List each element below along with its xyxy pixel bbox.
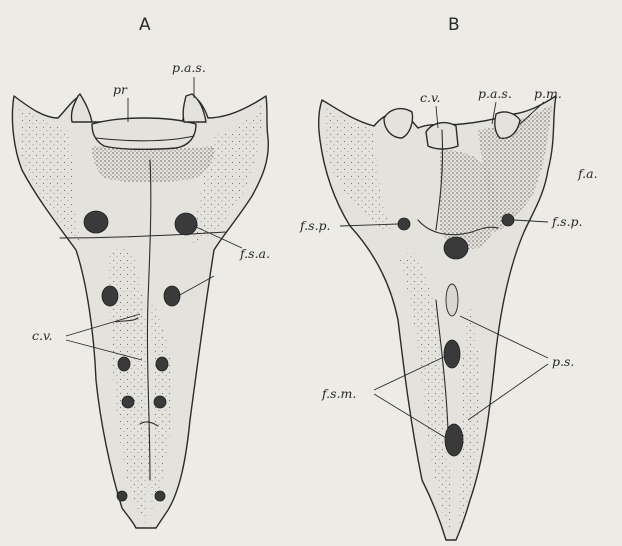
panel-b: B c.v. p.a.s. p.m. f.a. f.s.p. <box>299 15 598 540</box>
panel-a-foramen-right-2 <box>164 286 180 306</box>
panel-b-slit <box>446 284 458 316</box>
panel-a-label-fsa: f.s.a. <box>239 246 270 261</box>
panel-b-label-cv: c.v. <box>420 90 441 105</box>
panel-a-foramen-right-1 <box>175 213 197 235</box>
panel-a: A pr p.a.s. f. <box>12 15 270 528</box>
panel-a-horn-right <box>183 94 206 122</box>
panel-b-foramen-right <box>502 214 514 226</box>
panel-b-foramen-sm-2 <box>445 424 463 456</box>
panel-b-label-fsp-left: f.s.p. <box>299 218 331 233</box>
panel-b-label-pas: p.a.s. <box>478 86 512 101</box>
panel-b-letter: B <box>448 15 460 35</box>
panel-b-foramen-center <box>444 237 468 259</box>
panel-a-foramen-left-1 <box>84 211 108 233</box>
panel-b-label-ps: p.s. <box>552 354 574 369</box>
panel-b-label-fsm: f.s.m. <box>321 386 356 401</box>
panel-a-foramen-left-3 <box>118 357 130 371</box>
panel-a-foramen-left-5 <box>117 491 127 501</box>
panel-a-label-pr: pr <box>113 82 128 97</box>
panel-b-label-pm: p.m. <box>534 86 562 101</box>
panel-b-label-fsp-right: f.s.p. <box>551 214 583 229</box>
panel-b-foramen-sm-1 <box>444 340 460 368</box>
panel-a-foramen-right-5 <box>155 491 165 501</box>
panel-a-foramen-right-4 <box>154 396 166 408</box>
panel-a-horn-left <box>71 94 92 122</box>
panel-a-label-pas: p.a.s. <box>172 60 206 75</box>
panel-a-shading-crest <box>92 146 214 183</box>
panel-a-label-cv: c.v. <box>32 328 53 343</box>
panel-b-label-fa: f.a. <box>577 166 598 181</box>
panel-a-foramen-left-4 <box>122 396 134 408</box>
panel-a-letter: A <box>139 15 151 35</box>
panel-b-foramen-left <box>398 218 410 230</box>
panel-a-foramen-left-2 <box>102 286 118 306</box>
panel-a-promontory <box>92 118 196 149</box>
panel-a-foramen-right-3 <box>156 357 168 371</box>
